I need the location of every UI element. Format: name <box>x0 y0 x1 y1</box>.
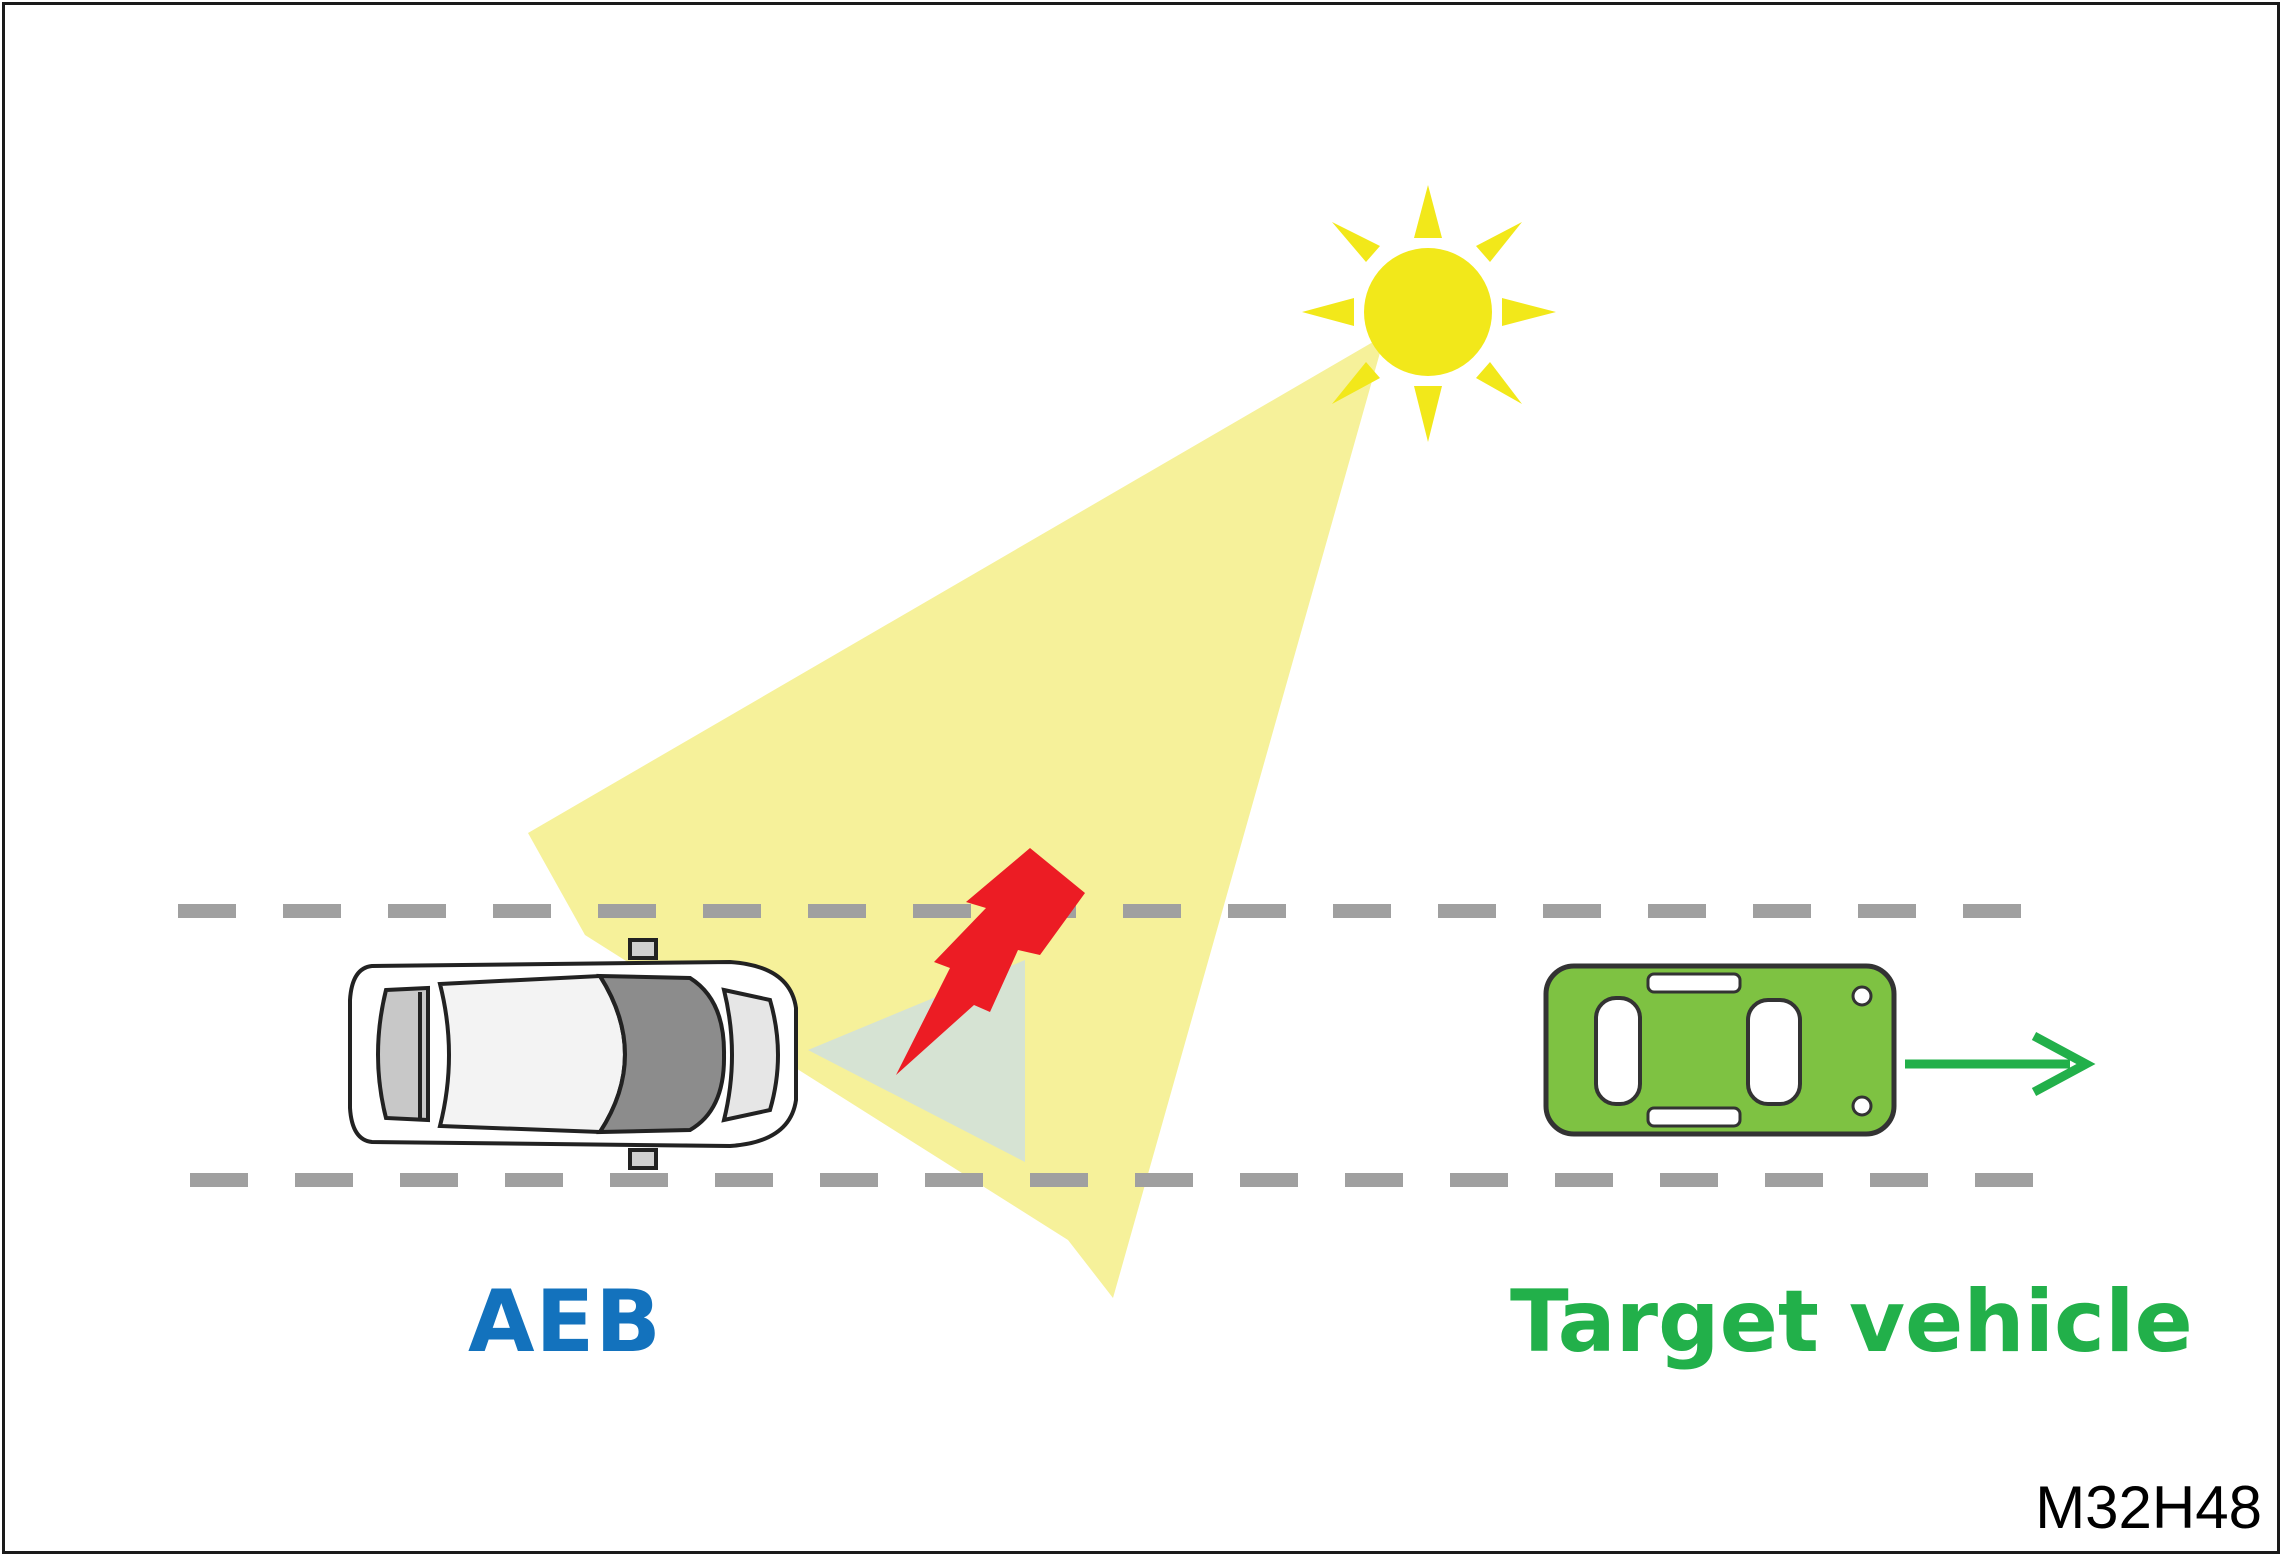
figure-code: M32H48 <box>2035 1474 2262 1541</box>
target-vehicle-label: Target vehicle <box>1510 1272 2193 1372</box>
target-car-icon <box>1543 963 1897 1137</box>
sun-icon <box>1302 185 1556 442</box>
arrow-right-icon <box>1905 1032 2096 1096</box>
lightning-icon <box>896 848 1085 1075</box>
sensor-detection-zone <box>808 960 1025 1162</box>
aeb-car-icon <box>348 938 798 1170</box>
aeb-label: AEB <box>468 1272 662 1372</box>
sunlight-beam <box>528 335 1385 1298</box>
